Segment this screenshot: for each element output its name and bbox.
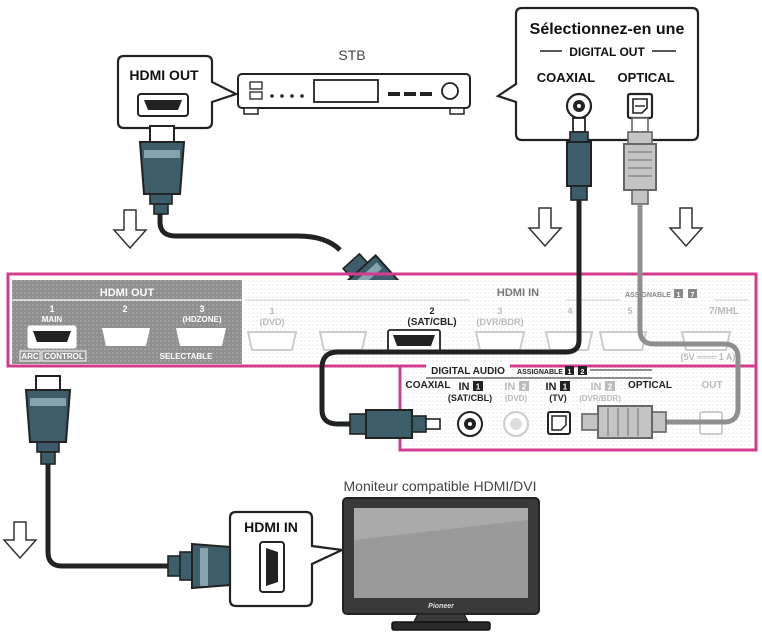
in-port-1-sub: (DVD) <box>260 317 285 327</box>
monitor: Pioneer <box>342 497 540 631</box>
monitor-title: Moniteur compatible HDMI/DVI <box>344 478 537 494</box>
select-box-title: Sélectionnez-en une <box>530 21 685 38</box>
hdmi-in-label: HDMI IN <box>497 287 539 299</box>
down-arrow-icon <box>2 521 38 560</box>
optical-in2-label: IN <box>591 381 602 393</box>
optical-in2-sub: (DVR/BDR) <box>579 394 621 403</box>
in-port-3-number: 3 <box>497 306 502 316</box>
down-arrow-icon <box>527 207 563 248</box>
coax-in1-jack <box>457 411 483 437</box>
tv-brand-logo: Pioneer <box>428 603 455 610</box>
hdmi-in-port-3 <box>474 331 526 351</box>
hdmi-in-port-5-ghost <box>246 331 298 351</box>
stb-title: STB <box>338 47 365 63</box>
optical-in1-sub: (TV) <box>549 393 567 403</box>
assignable-bottom-label: ASSIGNABLE <box>517 369 563 376</box>
hdmi-in-callout: HDMI IN <box>228 510 346 608</box>
out-port-3-sub: (HDZONE) <box>182 315 221 324</box>
optical-in2-badge: 2 <box>608 383 613 392</box>
out-port-2-number: 2 <box>122 304 127 314</box>
out-port-1-number: 1 <box>49 304 54 314</box>
hdmi-out-callout-label: HDMI OUT <box>129 67 199 83</box>
coax-in1-badge: 1 <box>476 383 481 392</box>
hdmi-out-port-3 <box>176 328 226 346</box>
down-arrow-icon <box>668 207 704 248</box>
control-label: CONTROL <box>44 352 84 361</box>
in-port-2-number: 2 <box>429 306 434 316</box>
optical-in1-label: IN <box>546 381 557 393</box>
coax-in1-sub: (SAT/CBL) <box>448 393 492 403</box>
coax-in2-label: IN <box>505 381 516 393</box>
arc-label: ARC <box>21 352 39 361</box>
out-port-3-number: 3 <box>199 304 204 314</box>
coax-in2-jack <box>503 411 529 437</box>
receiver-back-panel: HDMI OUT 1 MAIN 2 3 (HDZONE) ARC CONTROL… <box>6 272 758 452</box>
in-port-2-sub: (SAT/CBL) <box>407 317 456 328</box>
hdmi-in-port-5 <box>598 331 648 351</box>
hdmi-out-port-1 <box>27 325 77 349</box>
stb-device <box>237 73 471 115</box>
in-port-5-number: 5 <box>627 306 632 316</box>
in-port-7-sub: (5V ═══ 1 A) <box>681 352 736 362</box>
hdmi-in-callout-label: HDMI IN <box>244 519 298 535</box>
assignable-top-label: ASSIGNABLE <box>625 292 671 299</box>
assignable-top-badge-2: 7 <box>691 292 695 299</box>
coax-in2-badge: 2 <box>522 383 527 392</box>
selectable-label: SELECTABLE <box>160 352 213 361</box>
hdmi-out-port-2 <box>102 328 150 346</box>
optical-in1-jack <box>547 411 571 435</box>
in-port-1-number: 1 <box>269 306 274 316</box>
hdmi-in-port-2 <box>387 329 441 353</box>
hdmi-in-port-ghost <box>318 331 368 351</box>
digital-out-select-box: Sélectionnez-en une DIGITAL OUT COAXIAL … <box>495 6 700 142</box>
coaxial-jack-icon <box>565 92 593 120</box>
coaxial-panel-label: COAXIAL <box>406 380 451 391</box>
coax-in1-label: IN <box>459 381 470 393</box>
coaxial-cable <box>319 117 592 439</box>
optical-cable <box>581 117 741 439</box>
in-port-4-number: 4 <box>567 306 572 316</box>
in-port-3-sub: (DVR/BDR) <box>477 317 524 327</box>
hdmi-out-panel-label: HDMI OUT <box>100 287 155 299</box>
digital-audio-label: DIGITAL AUDIO <box>431 366 505 377</box>
hdmi-out-panel <box>12 280 242 364</box>
optical-jack-icon <box>626 92 654 120</box>
assignable-top-badge-1: 1 <box>677 292 681 299</box>
optical-in1-badge: 1 <box>563 383 568 392</box>
optical-panel-label: OPTICAL <box>628 380 672 391</box>
out-label: OUT <box>701 380 722 391</box>
select-box-subtitle: DIGITAL OUT <box>569 45 645 59</box>
out-port-1-sub: MAIN <box>42 315 63 324</box>
hdmi-out-callout: HDMI OUT <box>116 54 239 130</box>
hdmi-in-port-4 <box>544 331 594 351</box>
down-arrow-icon <box>112 209 148 250</box>
select-box-optical: OPTICAL <box>617 70 674 85</box>
in-port-7-number: 7/MHL <box>709 306 739 317</box>
select-box-coaxial: COAXIAL <box>537 70 596 85</box>
assignable-bottom-badge-2: 2 <box>581 369 585 376</box>
coax-in2-sub: (DVD) <box>505 394 528 403</box>
monitor-hdmi-cable <box>24 375 257 590</box>
hdmi-in-port-7 <box>680 331 732 351</box>
assignable-bottom-badge-1: 1 <box>568 369 572 376</box>
